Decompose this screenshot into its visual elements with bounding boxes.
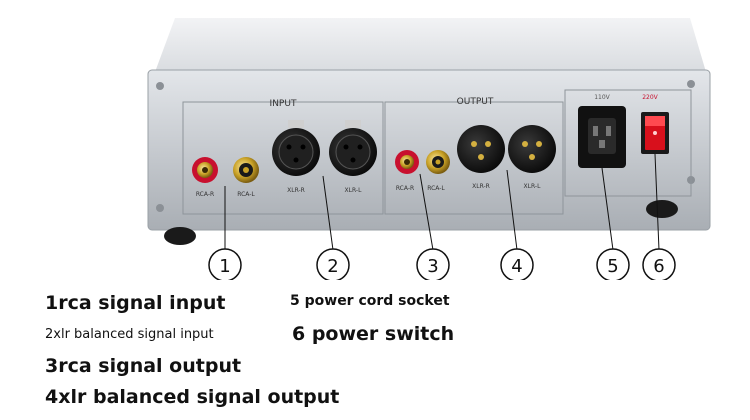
leader-line-5 (601, 167, 614, 251)
input-section (182, 101, 384, 215)
leader-line-4 (506, 169, 518, 251)
callout-3: 3 (416, 248, 450, 280)
callout-4: 4 (500, 248, 534, 280)
rca-l-label-output: RCA-L (427, 185, 445, 192)
callout-5: 5 (596, 248, 630, 280)
leader-line-2 (322, 175, 334, 251)
caption-xlr-balanced-input: 2xlr balanced signal input (45, 327, 214, 342)
xlr-l-label-input: XLR-L (345, 187, 363, 194)
output-section (384, 101, 564, 215)
xlr-r-label-input: XLR-R (287, 187, 305, 194)
screw (156, 204, 164, 212)
leader-line-3 (419, 173, 434, 251)
screw (156, 82, 164, 90)
rca-l-label-input: RCA-L (237, 191, 255, 198)
caption-power-switch: 6 power switch (292, 323, 455, 345)
voltage-110-label: 110V (594, 94, 610, 101)
caption-rca-signal-input: 1rca signal input (45, 292, 226, 314)
voltage-220-label: 220V (642, 94, 658, 101)
callout-6: 6 (642, 248, 676, 280)
svg-text:4: 4 (511, 256, 522, 277)
rca-r-label-input: RCA-R (196, 191, 214, 198)
leader-line-6 (654, 153, 660, 251)
output-label: OUTPUT (457, 97, 494, 107)
caption-power-cord-socket: 5 power cord socket (290, 293, 450, 309)
callout-2: 2 (316, 248, 350, 280)
svg-text:3: 3 (427, 256, 438, 277)
xlr-male-l (508, 125, 556, 173)
foot-left (164, 227, 196, 245)
caption-xlr-balanced-output: 4xlr balanced signal output (45, 386, 340, 408)
chassis-back-panel (147, 69, 711, 231)
power-section (564, 89, 692, 197)
svg-text:1: 1 (219, 256, 230, 277)
screw (687, 80, 695, 88)
svg-text:6: 6 (653, 256, 664, 277)
chassis-top (155, 18, 706, 72)
callout-1: 1 (208, 248, 242, 280)
xlr-l-label-output: XLR-L (524, 183, 542, 190)
amplifier-back-panel-photo: INPUT OUTPUT RCA-R RCA-L XLR-R XLR-L RCA… (147, 18, 711, 280)
foot-right (646, 200, 678, 218)
input-label: INPUT (270, 99, 297, 109)
rca-r-label-output: RCA-R (396, 185, 414, 192)
svg-text:5: 5 (607, 256, 618, 277)
xlr-r-label-output: XLR-R (472, 183, 490, 190)
caption-rca-signal-output: 3rca signal output (45, 355, 242, 377)
svg-text:2: 2 (327, 256, 338, 277)
xlr-male-r (457, 125, 505, 173)
